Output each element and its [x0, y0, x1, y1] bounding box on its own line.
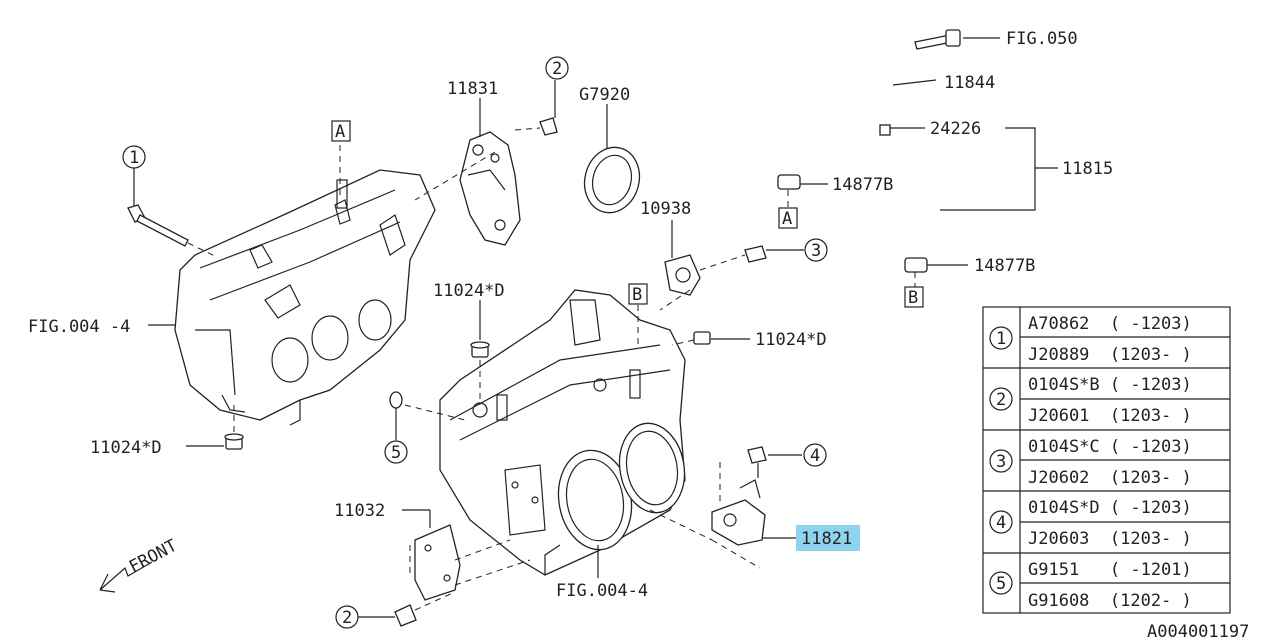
callout-fig004-left[interactable]: FIG.004 -4: [28, 317, 130, 337]
callout-14877b-2[interactable]: 14877B: [974, 256, 1035, 276]
callout-24226[interactable]: 24226: [930, 119, 981, 139]
table-group-4: 4 0104S*D ( -1203) J20603 (1203- ): [989, 498, 1192, 549]
table-row[interactable]: G91608 (1202- ): [1028, 591, 1192, 611]
svg-text:2: 2: [342, 608, 352, 628]
ref-box-b-block: B: [628, 283, 648, 305]
bolt-4: [747, 446, 767, 478]
main-cylinder-block: [439, 289, 686, 576]
circle-callout-2-bottom[interactable]: 2: [335, 605, 359, 629]
table-row[interactable]: J20602 (1203- ): [1028, 468, 1192, 488]
table-group-2: 2 0104S*B ( -1203) J20601 (1203- ): [989, 375, 1192, 426]
callout-11831[interactable]: 11831: [447, 79, 498, 99]
oil-seal: [583, 146, 641, 214]
svg-text:4: 4: [996, 513, 1006, 533]
svg-text:3: 3: [811, 241, 821, 261]
plug-11024d-left: [224, 433, 244, 450]
callout-11844[interactable]: 11844: [944, 73, 995, 93]
bolt-2-bottom: [394, 604, 417, 627]
circle-callout-2-top[interactable]: 2: [545, 56, 569, 80]
callout-11024d-left[interactable]: 11024*D: [90, 438, 162, 458]
ref-box-a-hose: A: [778, 207, 798, 229]
table-row[interactable]: 0104S*C ( -1203): [1028, 437, 1192, 457]
svg-text:A: A: [782, 209, 792, 229]
circle-callout-3[interactable]: 3: [804, 238, 828, 262]
svg-text:2: 2: [996, 390, 1006, 410]
timing-cover-plate: [459, 131, 521, 246]
table-row[interactable]: J20601 (1203- ): [1028, 406, 1192, 426]
table-row[interactable]: G9151 ( -1201): [1028, 560, 1192, 580]
table-row[interactable]: J20889 (1203- ): [1028, 345, 1192, 365]
callout-11032[interactable]: 11032: [334, 501, 385, 521]
table-row[interactable]: 0104S*D ( -1203): [1028, 498, 1192, 518]
circle-callout-4[interactable]: 4: [803, 443, 827, 467]
front-label: FRONT: [126, 536, 181, 578]
bolt-2-top: [539, 80, 558, 136]
svg-text:2: 2: [552, 59, 562, 79]
callout-highlight-11821: [796, 525, 860, 551]
callout-fig004-bottom[interactable]: FIG.004-4: [556, 581, 648, 601]
svg-text:A: A: [335, 122, 345, 142]
circle-callout-5[interactable]: 5: [384, 440, 408, 464]
water-outlet-11821: [711, 479, 766, 546]
circle-callout-1[interactable]: 1: [122, 145, 146, 169]
sensor-10938: [664, 254, 701, 296]
ref-box-a-top: A: [331, 120, 351, 142]
svg-text:B: B: [632, 285, 642, 305]
table-num-circle: [989, 510, 1013, 534]
left-cylinder-block: [174, 169, 436, 426]
svg-text:3: 3: [996, 452, 1006, 472]
table-num-circle: [989, 326, 1013, 350]
ref-box-b-hose: B: [904, 286, 924, 308]
table-group-3: 3 0104S*C ( -1203) J20602 (1203- ): [989, 437, 1192, 488]
table-group-1: 1 A70862 ( -1203) J20889 (1203- ): [989, 314, 1192, 365]
table-num-circle: [989, 387, 1013, 411]
plug-11024d-top: [470, 341, 490, 358]
table-num-circle: [989, 449, 1013, 473]
hose-assembly: [777, 29, 961, 273]
callout-g7920[interactable]: G7920: [579, 85, 630, 105]
bolt-1: [127, 204, 189, 247]
front-arrow-icon: [99, 561, 153, 593]
svg-text:5: 5: [996, 574, 1006, 594]
table-row[interactable]: A70862 ( -1203): [1028, 314, 1192, 334]
svg-text:B: B: [908, 288, 918, 308]
bolt-3: [744, 245, 767, 263]
svg-text:5: 5: [391, 443, 401, 463]
table-group-5: 5 G9151 ( -1201) G91608 (1202- ): [989, 560, 1192, 611]
parts-table: 1 A70862 ( -1203) J20889 (1203- ) 2 0104…: [982, 306, 1231, 614]
document-code: A004001197: [1147, 622, 1249, 640]
svg-text:1: 1: [129, 148, 139, 168]
table-row[interactable]: 0104S*B ( -1203): [1028, 375, 1192, 395]
svg-text:1: 1: [996, 329, 1006, 349]
callout-11815[interactable]: 11815: [1062, 159, 1113, 179]
o-ring-5: [389, 391, 403, 409]
callout-11024d-right[interactable]: 11024*D: [755, 330, 827, 350]
callout-fig050[interactable]: FIG.050: [1006, 29, 1078, 49]
table-num-circle: [989, 571, 1013, 595]
callout-11024d-top[interactable]: 11024*D: [433, 281, 505, 301]
callout-10938[interactable]: 10938: [640, 199, 691, 219]
callout-14877b-1[interactable]: 14877B: [832, 175, 893, 195]
plug-11024d-right: [693, 331, 711, 345]
plate-11032: [414, 524, 461, 601]
table-row[interactable]: J20603 (1203- ): [1028, 529, 1192, 549]
callout-11821[interactable]: 11821: [801, 529, 852, 549]
svg-text:4: 4: [810, 446, 820, 466]
